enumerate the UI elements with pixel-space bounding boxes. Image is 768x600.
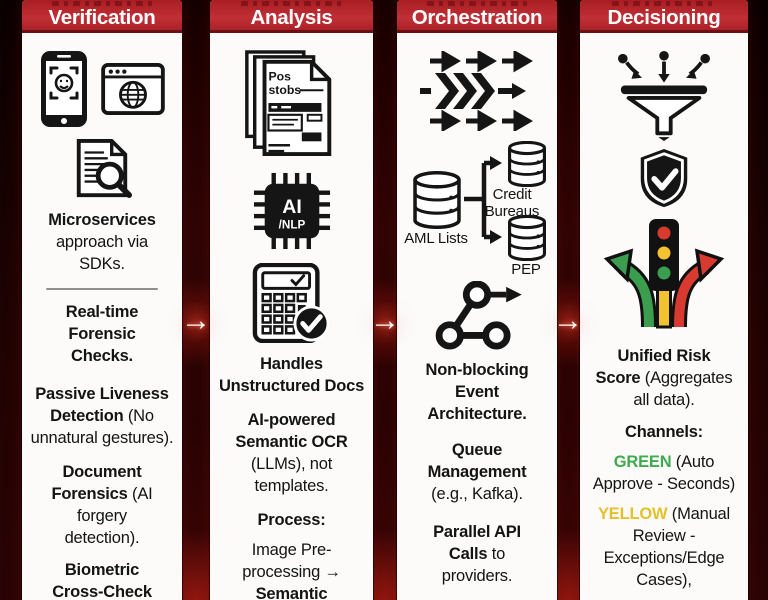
text-parallel-api: Parallel API Calls to providers. [433, 523, 521, 585]
aml-lists-label: AML Lists [404, 230, 468, 247]
text-pipeline: Image Pre-processing → Semantic Extracti… [242, 541, 341, 600]
column-header: Verification [22, 0, 182, 33]
header-clipped-line [580, 0, 748, 6]
flow-arrow-icon: → [370, 304, 400, 337]
phone-face-scan-icon [41, 51, 87, 127]
column-decisioning: Decisioning [580, 0, 748, 600]
gap-strip-1 [182, 0, 210, 600]
document-stack-icon: Pos stobs [244, 50, 331, 157]
header-title: Decisioning [607, 6, 721, 29]
parallel-flow-arrows-icon [420, 51, 533, 131]
ai-nlp-chip-icon: AI /NLP [253, 172, 330, 250]
aml-database-icon [413, 171, 461, 229]
text-green-channel: GREEN (Auto Approve - Seconds) [592, 453, 736, 493]
flow-arrow-icon: → [553, 304, 583, 337]
text-queue-management: Queue Management (e.g., Kafka). [427, 441, 527, 503]
calculator-check-icon [252, 263, 330, 343]
header-clipped-line [22, 0, 182, 6]
divider [46, 288, 158, 290]
text-realtime-forensic: Real-time Forensic Checks. [65, 303, 139, 365]
column-header: Orchestration [397, 0, 557, 33]
flow-arrow-icon: → [181, 304, 211, 337]
text-passive-liveness: Passive Liveness Detection (No unnatural… [30, 385, 174, 447]
browser-globe-icon [101, 63, 165, 115]
left-edge-glow [0, 0, 22, 600]
traffic-light-paths-icon [603, 219, 725, 329]
pep-database-icon [508, 215, 546, 261]
header-title: Analysis [250, 6, 333, 29]
svg-text:AI: AI [282, 196, 302, 218]
pep-label: PEP [511, 261, 541, 278]
header-clipped-line [397, 0, 557, 6]
text-yellow-channel: YELLOW (Manual Review - Exceptions/Edge … [598, 505, 730, 589]
connector-lines [464, 156, 502, 244]
header-clipped-line [210, 0, 373, 6]
event-network-icon [435, 281, 522, 350]
svg-text:stobs: stobs [268, 83, 301, 97]
data-sources-diagram: AML Lists Credit Bureaus PEP [402, 139, 552, 279]
text-semantic-ocr: AI-powered Semantic OCR (LLMs), not temp… [235, 411, 348, 495]
icon-row [39, 51, 165, 127]
header-title: Orchestration [411, 6, 543, 29]
text-process: Process: [257, 511, 326, 529]
document-search-icon [76, 138, 133, 199]
gap-strip-2 [373, 0, 397, 600]
column-analysis: Analysis Pos stobs [210, 0, 373, 600]
text-handles-unstructured: Handles Unstructured Docs [218, 355, 365, 395]
svg-text:/NLP: /NLP [278, 219, 305, 232]
svg-text:Pos: Pos [268, 69, 291, 83]
text-document-forensics: Document Forensics (AI forgery detection… [51, 463, 153, 547]
credit-bureaus-label: Credit Bureaus [484, 186, 540, 220]
credit-bureaus-database-icon [508, 141, 546, 187]
gap-strip-3 [557, 0, 580, 600]
text-nonblocking: Non-blocking Event Architecture. [425, 361, 529, 423]
funnel-icon [618, 51, 710, 141]
header-title: Verification [48, 6, 156, 29]
column-orchestration: Orchestration [397, 0, 557, 600]
text-biometric: Biometric Cross-Check [52, 561, 152, 600]
column-header: Analysis [210, 0, 373, 33]
column-header: Decisioning [580, 0, 748, 33]
column-verification: Verification [22, 0, 182, 600]
right-edge-glow [748, 0, 768, 600]
shield-check-icon [640, 148, 688, 208]
text-microservices: Microservices approach via SDKs. [48, 211, 156, 273]
text-channels: Channels: [625, 423, 703, 441]
text-unified-risk-score: Unified Risk Score (Aggregates all data)… [595, 347, 733, 409]
